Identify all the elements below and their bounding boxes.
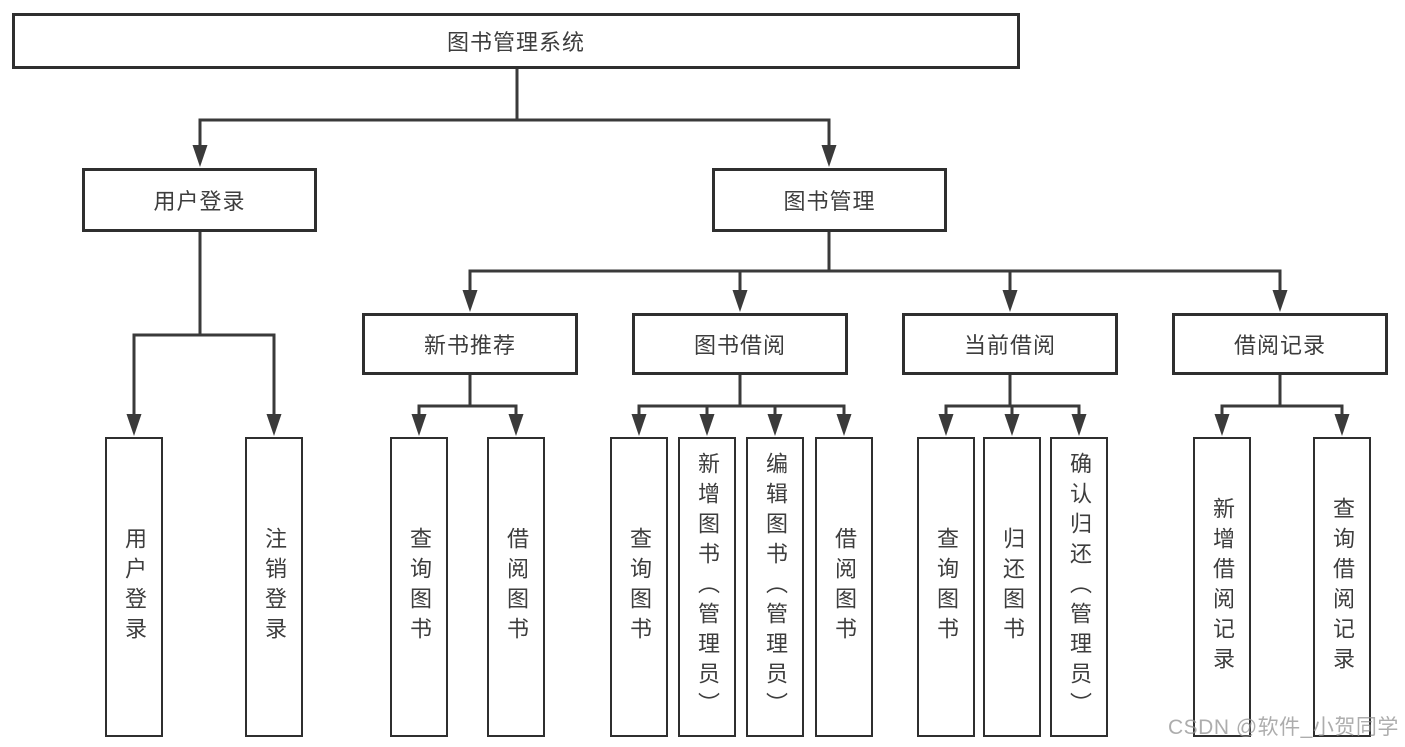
node-label: 编辑图书（管理员） <box>763 452 788 722</box>
leaf-user-login: 用户登录 <box>105 437 163 737</box>
leaf-add-books-admin: 新增图书（管理员） <box>678 437 736 737</box>
leaf-return-books: 归还图书 <box>983 437 1041 737</box>
node-user-login: 用户登录 <box>82 168 317 232</box>
node-label: 图书借阅 <box>693 333 786 358</box>
node-label: 用户登录 <box>122 527 147 647</box>
node-label: 新增图书（管理员） <box>695 452 720 722</box>
node-label: 查询图书 <box>627 527 652 647</box>
node-label: 新增借阅记录 <box>1210 497 1235 677</box>
node-new-book-recommendation: 新书推荐 <box>362 313 578 375</box>
node-label: 用户登录 <box>153 189 246 214</box>
node-book-management: 图书管理 <box>712 168 947 232</box>
node-label: 当前借阅 <box>963 333 1056 358</box>
leaf-logout: 注销登录 <box>245 437 303 737</box>
node-label: 注销登录 <box>262 527 287 647</box>
leaf-add-borrow-record: 新增借阅记录 <box>1193 437 1251 737</box>
node-borrowing-records: 借阅记录 <box>1172 313 1388 375</box>
node-label: 图书管理 <box>783 189 876 214</box>
node-label: 借阅图书 <box>832 527 857 647</box>
node-current-borrowing: 当前借阅 <box>902 313 1118 375</box>
node-label: 新书推荐 <box>423 333 516 358</box>
node-label: 借阅图书 <box>504 527 529 647</box>
node-label: 图书管理系统 <box>446 30 585 55</box>
leaf-query-books-current: 查询图书 <box>917 437 975 737</box>
leaf-confirm-return-admin: 确认归还（管理员） <box>1050 437 1108 737</box>
csdn-watermark: CSDN @软件_小贺同学 <box>1168 716 1399 739</box>
node-label: 查询图书 <box>934 527 959 647</box>
node-label: 查询借阅记录 <box>1330 497 1355 677</box>
leaf-borrow-books: 借阅图书 <box>815 437 873 737</box>
leaf-query-books-borrow: 查询图书 <box>610 437 668 737</box>
leaf-query-borrow-record: 查询借阅记录 <box>1313 437 1371 737</box>
node-root-library-management-system: 图书管理系统 <box>12 13 1020 69</box>
leaf-edit-books-admin: 编辑图书（管理员） <box>746 437 804 737</box>
leaf-query-books-recommend: 查询图书 <box>390 437 448 737</box>
leaf-borrow-books-recommend: 借阅图书 <box>487 437 545 737</box>
node-label: 查询图书 <box>407 527 432 647</box>
node-book-borrowing: 图书借阅 <box>632 313 848 375</box>
node-label: 确认归还（管理员） <box>1067 452 1092 722</box>
node-label: 借阅记录 <box>1233 333 1326 358</box>
node-label: 归还图书 <box>1000 527 1025 647</box>
